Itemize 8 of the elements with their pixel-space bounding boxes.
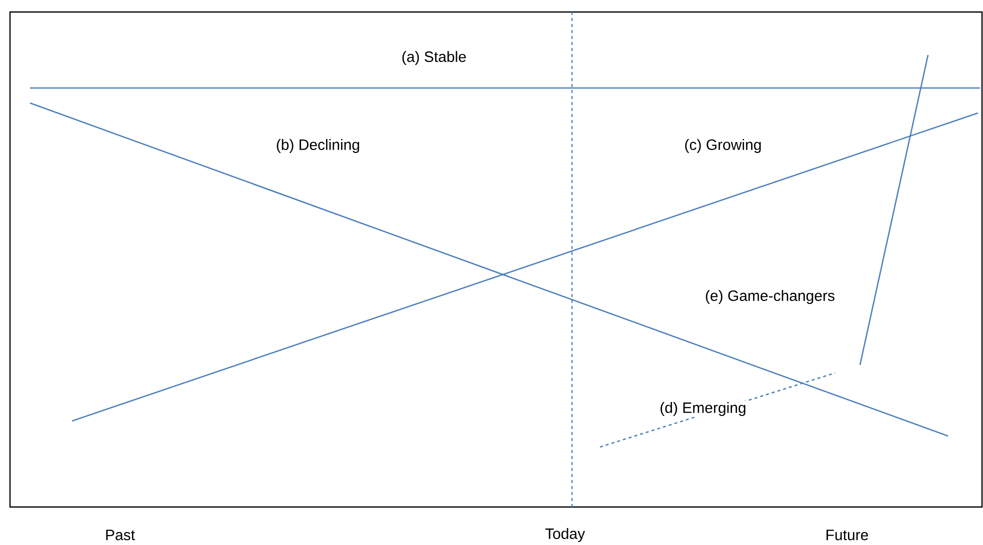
trend-label: (d) Emerging <box>658 401 748 417</box>
trend-label: (b) Declining <box>274 138 362 154</box>
trend-label: (e) Game-changers <box>704 289 836 305</box>
time-axis-label: Today <box>544 527 586 543</box>
trend-label: (c) Growing <box>683 138 763 154</box>
time-axis-label: Future <box>824 528 870 542</box>
time-axis-label: Past <box>104 528 136 542</box>
trend-label: (a) Stable <box>400 50 468 66</box>
